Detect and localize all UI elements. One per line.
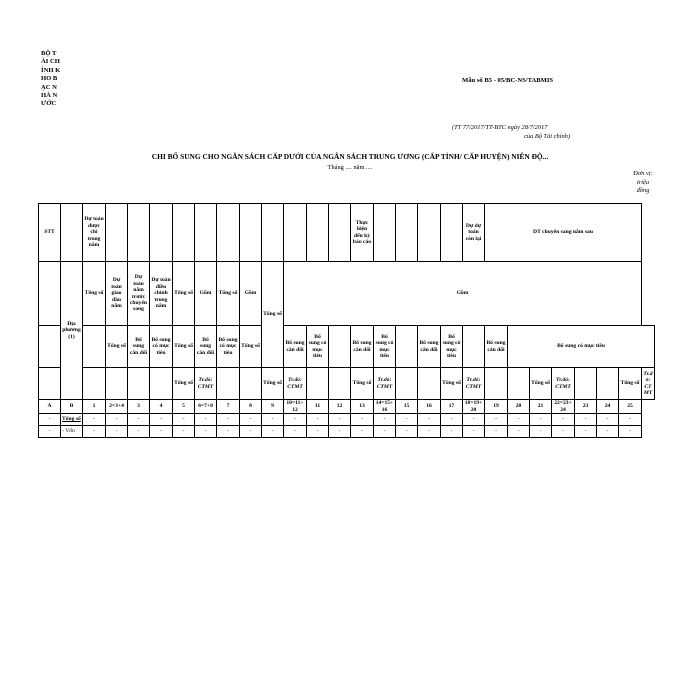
col-num: 4 bbox=[149, 399, 173, 414]
col-num: 16 bbox=[417, 399, 441, 414]
header-du-toan-nam-truoc: Dự toán năm trước chuyển sang bbox=[127, 261, 150, 326]
header-dia-phuong: Địa phương (1) bbox=[60, 261, 83, 400]
row-stt: - bbox=[38, 425, 61, 438]
table-row: - - Vốn -- -- -- -- -- -- -- -- -- -- --… bbox=[38, 425, 655, 438]
col-num: 18=19+20 bbox=[462, 399, 485, 414]
header-bs-muc-tieu: Bổ sung có mục tiêu bbox=[306, 325, 329, 368]
header-du-toan-dieu-chinh: Dự toán điều chỉnh trong năm bbox=[149, 261, 173, 326]
circular-reference: (TT 77/2017/TT-BTC ngày 28/7/2017 bbox=[452, 124, 548, 131]
header-bs-can-doi: Bổ sung cân đối bbox=[283, 325, 307, 368]
header-bs-muc-tieu: Bổ sung có mục tiêu bbox=[216, 325, 240, 368]
header-gom: Gồm bbox=[194, 261, 217, 326]
header-du-toan-chi: Dự toán được chi trong năm bbox=[82, 203, 106, 262]
header-tong-so: Tổng số bbox=[440, 367, 463, 400]
report-period: Tháng .... năm .... bbox=[327, 164, 373, 171]
header-tong-so: Tổng số bbox=[172, 261, 195, 326]
col-num: 13 bbox=[350, 399, 374, 414]
table-row: - Tổng số -- -- -- -- -- -- -- -- -- -- … bbox=[38, 413, 655, 426]
header-bs-can-doi: Bổ sung cân đối bbox=[417, 325, 441, 368]
header-trdo-ctmt: Tr.đó: CTMT bbox=[462, 367, 485, 400]
header-tong-so: Tổng số bbox=[350, 367, 374, 400]
header-bs-muc-tieu: Bổ sung có mục tiêu bbox=[440, 325, 463, 368]
row-label-total: Tổng số bbox=[60, 413, 83, 426]
col-num: 17 bbox=[440, 399, 463, 414]
header-gom: Gồm bbox=[282, 261, 643, 326]
col-num: 6=7+8 bbox=[194, 399, 217, 414]
header-bs-can-doi: Bổ sung cân đối bbox=[484, 325, 508, 368]
col-num: 14=15+16 bbox=[373, 399, 396, 414]
header-tong-so: Tổng số bbox=[82, 261, 106, 326]
col-num: 3 bbox=[127, 399, 150, 414]
header-trdo-ctmt: Tr.đó: CTMT bbox=[373, 367, 396, 400]
header-bs-can-doi: Bổ sung cân đối bbox=[350, 325, 374, 368]
header-tong-so: Tổng số bbox=[261, 261, 284, 368]
header-stt: STT bbox=[38, 203, 61, 262]
report-title: CHI BỔ SUNG CHO NGÂN SÁCH CẤP DƯỚI CỦA N… bbox=[151, 152, 549, 161]
header-tong-so: Tổng số bbox=[216, 261, 240, 326]
unit-label: Đơn vị: triệu đồng bbox=[633, 170, 653, 194]
row-label-von: - Vốn bbox=[60, 425, 83, 438]
col-num: 15 bbox=[395, 399, 418, 414]
header-du-toan-giao: Dự toán giao đầu năm bbox=[105, 261, 128, 326]
col-num: 11 bbox=[306, 399, 329, 414]
column-number-row: A B 1 2=3+4 3 4 5 6=7+8 7 8 9 10=11+12 1… bbox=[38, 399, 655, 414]
header-dt-chuyen-sang: DT chuyển sang năm sau bbox=[483, 203, 643, 262]
report-table: STT Dự toán được chi trong năm Thực hiện… bbox=[38, 203, 655, 438]
header-bs-muc-tieu: Bổ sung có mục tiêu bbox=[149, 325, 173, 368]
header-bs-can-doi: Bổ sung cân đối bbox=[194, 325, 217, 368]
header-tong-so: Tổng số bbox=[239, 325, 262, 368]
col-num: 21 bbox=[529, 399, 552, 414]
col-num: 20 bbox=[507, 399, 530, 414]
header-tong-so: Tổng số bbox=[261, 367, 284, 400]
col-num: 5 bbox=[172, 399, 195, 414]
col-num: 1 bbox=[82, 399, 106, 414]
issuer-note: của Bộ Tài chính) bbox=[524, 133, 570, 140]
header-tong-so: Tổng số bbox=[172, 325, 195, 368]
row-stt: - bbox=[38, 413, 61, 426]
header-tong-so: Tổng số bbox=[105, 325, 128, 368]
agency-name: BỘ TÀI CHÍNH KHO BẠC NHÀ NƯỚC bbox=[41, 50, 61, 108]
header-du-toan-con-lai: Dự dự toán còn lại bbox=[462, 203, 485, 262]
header-tong-so: Tổng số bbox=[617, 367, 643, 400]
header-trdo-ctmt: Tr.đó: CTMT bbox=[551, 367, 575, 400]
header-bs-muc-tieu-group: Bổ sung có mục tiêu bbox=[507, 325, 655, 368]
col-num: 7 bbox=[216, 399, 240, 414]
col-num: 2=3+4 bbox=[105, 399, 128, 414]
col-num: 19 bbox=[484, 399, 508, 414]
col-num: 10=11+12 bbox=[283, 399, 307, 414]
header-thuc-hien: Thực hiện đến kỳ báo cáo bbox=[350, 203, 374, 262]
col-num: B bbox=[60, 399, 83, 414]
col-num: 23 bbox=[574, 399, 597, 414]
header-trdo-ctmt: Tr.đó: CTMT bbox=[194, 367, 217, 400]
header-bs-muc-tieu: Bổ sung có mục tiêu bbox=[373, 325, 396, 368]
header-trdo-ctmt: Tr.đó: CTMT bbox=[641, 367, 655, 400]
header-trdo-ctmt: Tr.đó: CTMT bbox=[283, 367, 307, 400]
header-tong-so: Tổng số bbox=[529, 367, 552, 400]
col-num: 24 bbox=[596, 399, 619, 414]
header-tong-so: Tổng số bbox=[172, 367, 195, 400]
header-gom: Gồm bbox=[239, 261, 262, 326]
col-num: 9 bbox=[261, 399, 284, 414]
col-num: 12 bbox=[328, 399, 351, 414]
col-num: 22=23+24 bbox=[551, 399, 575, 414]
header-bs-can-doi: Bổ sung cân đối bbox=[127, 325, 150, 368]
form-code: Mẫu số B5 - 05/BC-NS/TABMIS bbox=[462, 77, 554, 84]
col-num: 8 bbox=[239, 399, 262, 414]
col-num: A bbox=[38, 399, 61, 414]
col-num: 25 bbox=[617, 399, 643, 414]
